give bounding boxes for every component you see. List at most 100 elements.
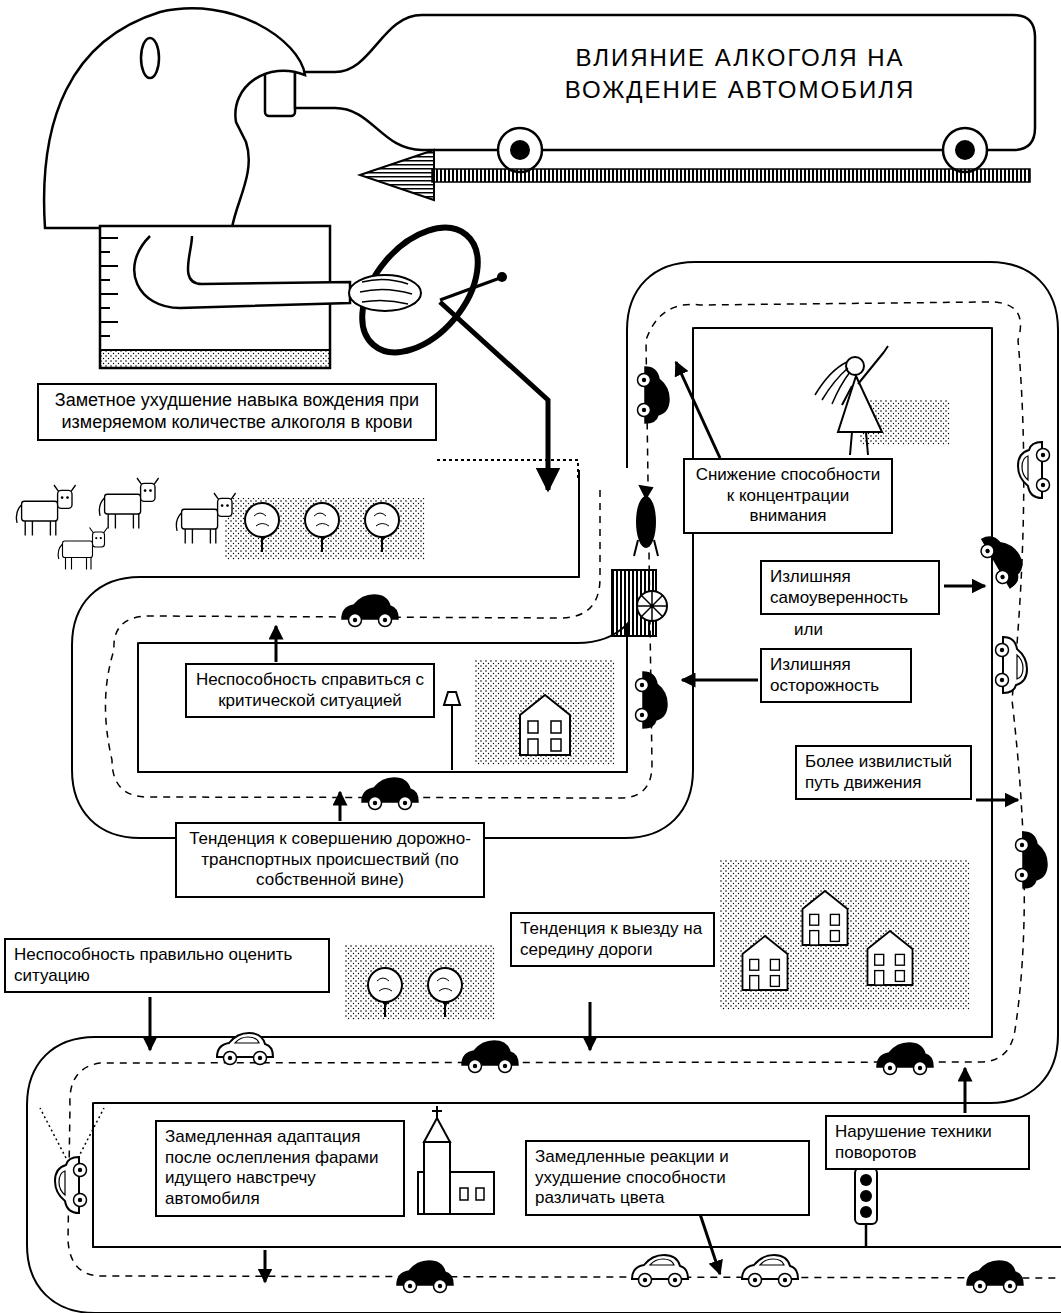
traffic-light bbox=[855, 1168, 877, 1246]
dotted-ground bbox=[225, 498, 425, 560]
text-box: Неспособность справиться с критической с… bbox=[185, 663, 435, 718]
light-lamp bbox=[860, 1174, 872, 1186]
box-text: Излишняя осторожность bbox=[770, 655, 902, 696]
box-text: Тенденция к выезду на середину дороги bbox=[520, 919, 705, 960]
box-text: Тенденция к совершению дорожно-транспорт… bbox=[185, 829, 475, 891]
bottle-wheel bbox=[943, 128, 987, 172]
steering-rod bbox=[440, 278, 500, 300]
tree bbox=[305, 503, 339, 552]
car bbox=[362, 778, 418, 810]
box-text: Неспособность справиться с критической с… bbox=[195, 670, 425, 711]
car bbox=[342, 595, 398, 627]
steering-wheel bbox=[339, 206, 501, 374]
box-text: Излишняя самоуверенность bbox=[770, 567, 930, 608]
driver-head bbox=[44, 8, 305, 228]
pointer-arrow bbox=[589, 1002, 592, 1050]
text-box: Заметное ухудшение навыка вождения при и… bbox=[37, 383, 437, 441]
driver-arm bbox=[134, 236, 350, 308]
church-spire bbox=[424, 1106, 450, 1142]
box-text: Замедленная адаптация после ослепления ф… bbox=[165, 1127, 395, 1210]
text-box: Тенденция к выезду на середину дороги bbox=[510, 912, 715, 967]
arrow-head bbox=[360, 150, 434, 200]
tree bbox=[365, 503, 399, 552]
pointer-arrow bbox=[682, 679, 758, 682]
headlight-beam bbox=[40, 1108, 104, 1158]
cart-wheel bbox=[637, 591, 667, 621]
tree bbox=[428, 968, 462, 1017]
car bbox=[1018, 442, 1050, 498]
car bbox=[462, 1041, 518, 1073]
text-box: Неспособность правильно оценить ситуацию bbox=[4, 938, 330, 993]
pointer-arrow bbox=[676, 362, 720, 458]
horse-head-legs bbox=[634, 486, 658, 556]
pointer-arrow bbox=[944, 585, 985, 588]
pointer-arrow bbox=[700, 1214, 720, 1274]
car bbox=[217, 1033, 273, 1065]
church-window bbox=[476, 1188, 484, 1200]
scale-ticks bbox=[100, 238, 118, 336]
text-box: Замедленная адаптация после ослепления ф… bbox=[155, 1120, 405, 1217]
vehicle-path bbox=[68, 302, 1061, 1278]
bottle-wheel-hub bbox=[955, 140, 975, 160]
car bbox=[742, 1255, 798, 1287]
label-text: или bbox=[790, 620, 827, 640]
text-box: Замедленные реакции и ухудшение способно… bbox=[525, 1140, 810, 1216]
car bbox=[632, 1255, 688, 1287]
tree bbox=[368, 968, 402, 1017]
pointer-arrow bbox=[149, 997, 152, 1050]
church-tower bbox=[424, 1142, 450, 1214]
dotted-ground bbox=[345, 945, 495, 1020]
house bbox=[803, 891, 848, 945]
text-box: Излишняя самоуверенность bbox=[760, 560, 940, 615]
car bbox=[996, 637, 1028, 693]
driver-eye bbox=[141, 38, 159, 78]
diagram-title: ВЛИЯНИЕ АЛКОГОЛЯ НА ВОЖДЕНИЕ АВТОМОБИЛЯ bbox=[450, 42, 1030, 107]
tree bbox=[245, 503, 279, 552]
cow bbox=[16, 485, 75, 535]
box-text: Заметное ухудшение навыка вождения при и… bbox=[47, 390, 427, 434]
driver-hand bbox=[349, 275, 421, 311]
road-surface bbox=[60, 295, 1061, 1280]
bottle-body bbox=[295, 15, 1035, 150]
light-pole bbox=[865, 1224, 868, 1246]
text-box: Тенденция к совершению дорожно-транспорт… bbox=[175, 822, 485, 898]
text-box: Снижение способности к концентрации вним… bbox=[683, 458, 893, 534]
car bbox=[975, 527, 1030, 591]
rod-knob bbox=[497, 272, 507, 282]
woman-limbs bbox=[842, 346, 888, 455]
text-box: Излишняя осторожность bbox=[760, 648, 912, 703]
church bbox=[418, 1106, 494, 1214]
bottle-wheel-hub bbox=[510, 140, 530, 160]
text-box: Нарушение техники поворотов bbox=[825, 1115, 1030, 1170]
wheel-spokes bbox=[637, 591, 667, 621]
house bbox=[520, 695, 570, 755]
pointer-arrow bbox=[976, 799, 1018, 802]
box-text: Неспособность правильно оценить ситуацию bbox=[14, 945, 320, 986]
light-lamp bbox=[860, 1190, 872, 1202]
cow bbox=[176, 493, 235, 543]
box-text: Снижение способности к концентрации вним… bbox=[693, 465, 883, 527]
church-window bbox=[460, 1188, 468, 1200]
horse-cart bbox=[612, 486, 667, 636]
car bbox=[55, 1157, 87, 1213]
arrow-shaft bbox=[432, 169, 1030, 182]
horse bbox=[636, 496, 656, 548]
woman bbox=[815, 346, 888, 455]
pointer-arrow bbox=[964, 1068, 967, 1113]
house bbox=[743, 936, 788, 990]
pointer-arrow bbox=[264, 1250, 267, 1282]
cow bbox=[58, 528, 107, 570]
road-edge bbox=[60, 295, 1061, 1280]
car bbox=[638, 367, 670, 423]
car bbox=[636, 672, 668, 728]
box-text: Более извилистый путь движения bbox=[805, 752, 962, 793]
woman-dress bbox=[838, 376, 882, 432]
car bbox=[967, 1261, 1023, 1293]
light-housing bbox=[855, 1168, 877, 1224]
steering-column-arrow bbox=[440, 302, 548, 490]
house bbox=[868, 931, 913, 985]
light-lamp bbox=[860, 1206, 872, 1218]
car bbox=[397, 1261, 453, 1293]
car bbox=[877, 1043, 933, 1075]
